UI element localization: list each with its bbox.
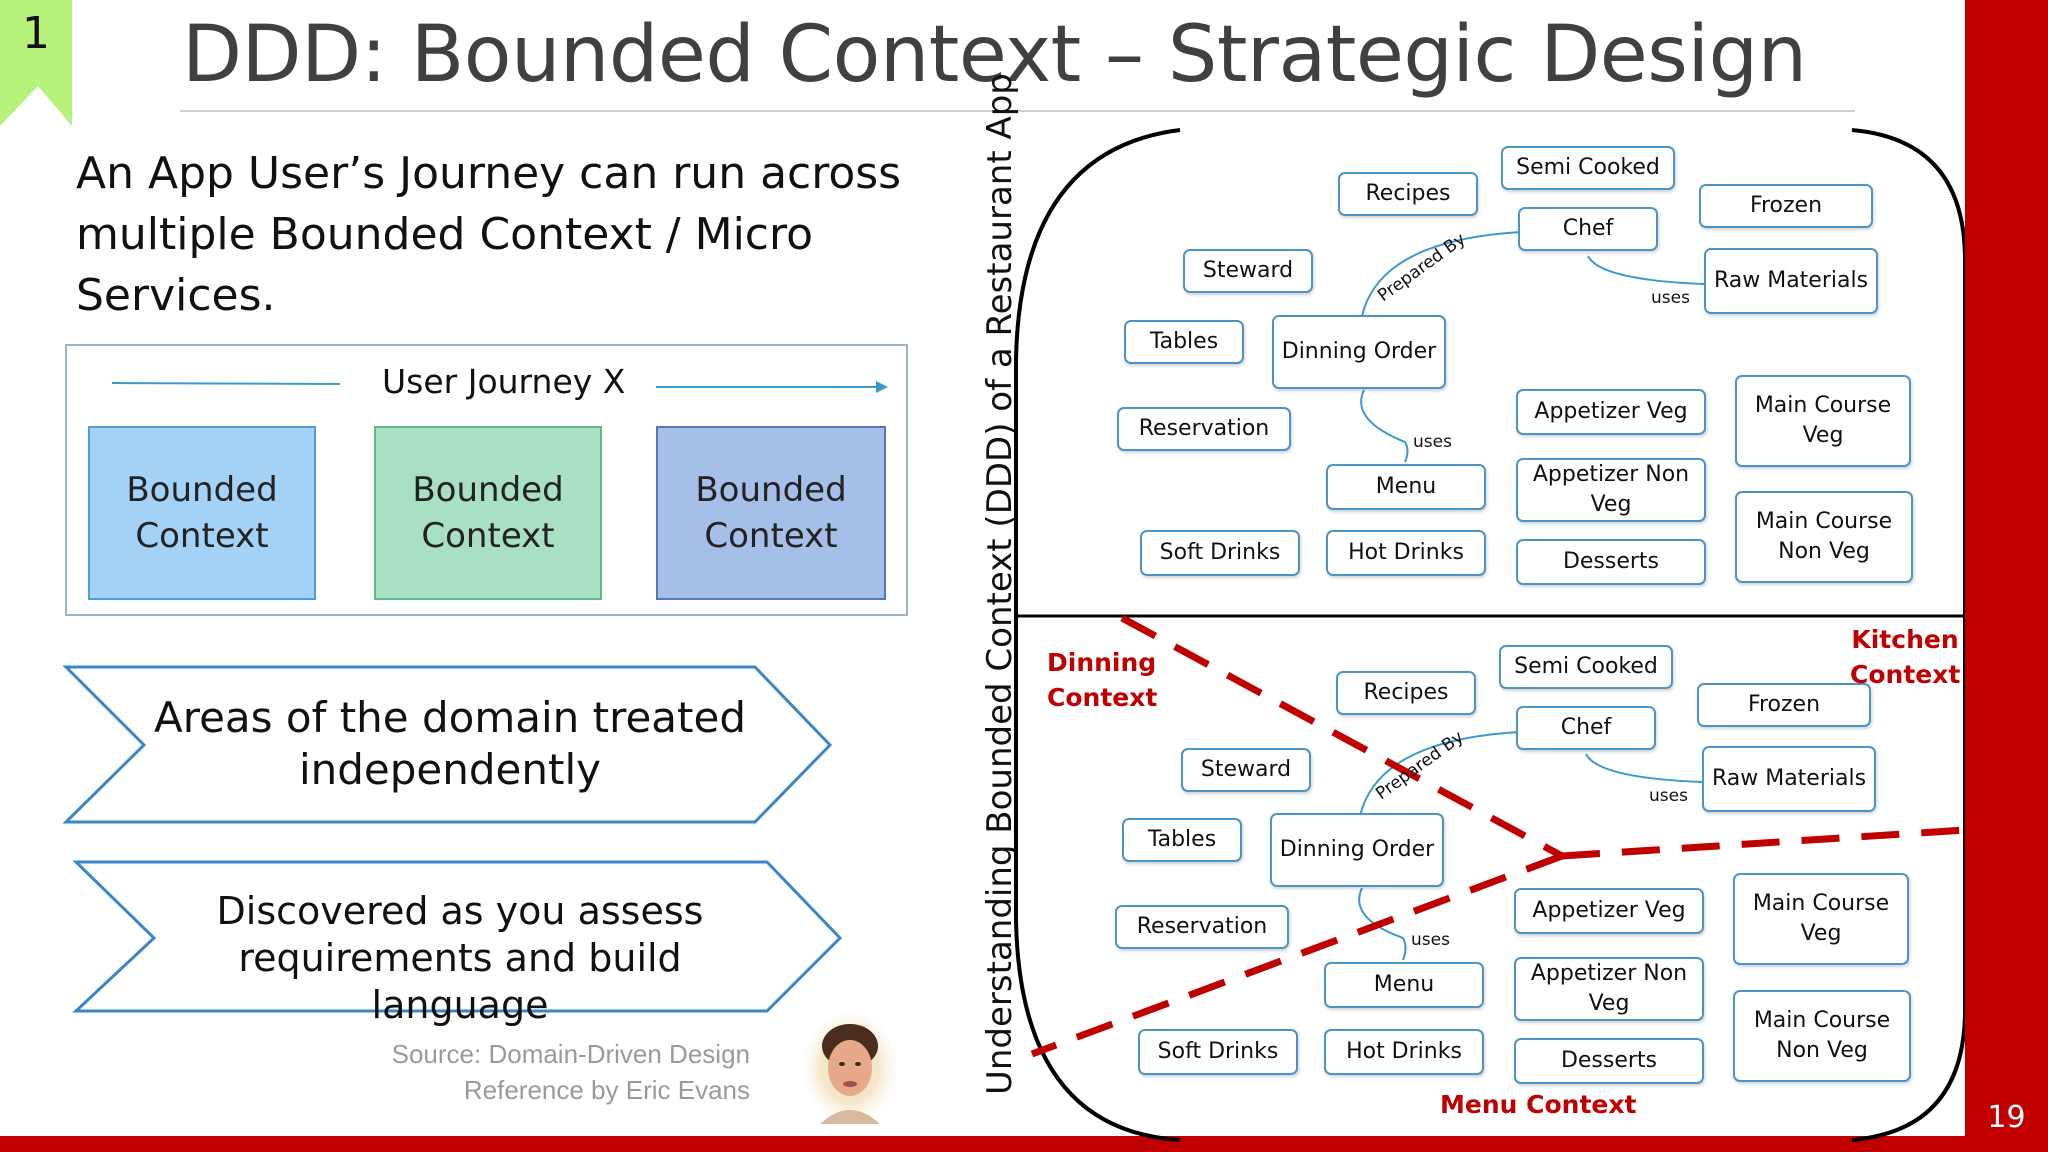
accent-sidebar — [1965, 0, 2048, 1152]
node-main-course-veg: Main Course Veg — [1733, 873, 1909, 965]
left-brace-shape — [1014, 128, 1181, 1142]
node-tables: Tables — [1124, 320, 1244, 364]
node-main-course-non-veg: Main Course Non Veg — [1735, 491, 1913, 583]
connector-uses — [1358, 887, 1407, 961]
connector-uses — [1585, 753, 1703, 783]
source-line: Reference by Eric Evans — [463, 1075, 750, 1105]
node-hot-drinks: Hot Drinks — [1326, 530, 1486, 576]
connector-prepared-by — [1361, 231, 1523, 317]
node-frozen: Frozen — [1699, 184, 1873, 228]
node-appetizer-veg: Appetizer Veg — [1516, 389, 1706, 435]
chevron-text-discovered: Discovered as you assess requirements an… — [216, 889, 704, 1027]
node-raw-materials: Raw Materials — [1704, 248, 1878, 314]
node-appetizer-non-veg: Appetizer Non Veg — [1516, 458, 1706, 522]
node-menu: Menu — [1326, 464, 1486, 510]
context-label-menu: Menu Context — [1440, 1090, 1637, 1119]
right-brace-shape — [1851, 128, 1965, 1142]
context-label-kitchen: Kitchen Context — [1850, 625, 1961, 689]
node-soft-drinks: Soft Drinks — [1140, 530, 1300, 576]
bounded-context-box: Bounded Context — [656, 426, 886, 600]
context-boundary-line — [1561, 826, 1965, 860]
node-appetizer-non-veg: Appetizer Non Veg — [1514, 957, 1704, 1021]
context-boundary-line — [1120, 614, 1564, 860]
node-steward: Steward — [1183, 249, 1313, 293]
node-dinning-order: Dinning Order — [1270, 813, 1444, 887]
node-tables: Tables — [1122, 818, 1242, 862]
node-chef: Chef — [1516, 706, 1656, 750]
node-reservation: Reservation — [1117, 407, 1291, 451]
user-journey-frame — [65, 344, 908, 616]
context-label-dinning: Dinning Context — [1047, 648, 1158, 712]
connector-prepared-by — [1359, 731, 1521, 817]
connector-uses — [1360, 389, 1409, 463]
node-hot-drinks: Hot Drinks — [1324, 1029, 1484, 1075]
node-steward: Steward — [1181, 748, 1311, 792]
title-divider — [180, 110, 1855, 112]
node-recipes: Recipes — [1336, 671, 1476, 715]
chevron-shape — [62, 665, 833, 824]
node-dinning-order: Dinning Order — [1272, 315, 1446, 389]
context-boundary-line — [1030, 852, 1564, 1058]
user-journey-label: User Journey X — [382, 362, 626, 401]
node-menu: Menu — [1324, 962, 1484, 1008]
chevron-text-independent: Areas of the domain treated independentl… — [154, 693, 746, 794]
journey-arrow-icon — [111, 381, 888, 393]
node-appetizer-veg: Appetizer Veg — [1514, 888, 1704, 934]
page-number: 19 — [1987, 1100, 2026, 1135]
node-desserts: Desserts — [1516, 539, 1706, 585]
node-main-course-veg: Main Course Veg — [1735, 375, 1911, 467]
slide-number: 1 — [22, 8, 50, 59]
node-recipes: Recipes — [1338, 172, 1478, 216]
source-citation: Source: Domain-Driven Design Reference b… — [280, 1036, 750, 1108]
intro-text: An App User’s Journey can run across mul… — [76, 148, 902, 321]
relation-label-uses: uses — [1411, 930, 1450, 950]
node-semi-cooked: Semi Cooked — [1501, 146, 1675, 190]
page-title: DDD: Bounded Context – Strategic Design — [182, 10, 1807, 100]
bounded-context-box: Bounded Context — [374, 426, 602, 600]
accent-footer-bar — [0, 1136, 2048, 1152]
author-photo — [802, 1012, 898, 1124]
domain-diagram-lines — [1014, 128, 1965, 1142]
node-desserts: Desserts — [1514, 1038, 1704, 1084]
node-main-course-non-veg: Main Course Non Veg — [1733, 990, 1911, 1082]
node-chef: Chef — [1518, 207, 1658, 251]
source-line: Source: Domain-Driven Design — [391, 1039, 750, 1069]
bounded-context-box: Bounded Context — [88, 426, 316, 600]
node-reservation: Reservation — [1115, 905, 1289, 949]
relation-label-uses: uses — [1651, 288, 1690, 308]
node-semi-cooked: Semi Cooked — [1499, 645, 1673, 689]
node-soft-drinks: Soft Drinks — [1138, 1029, 1298, 1075]
relation-label-uses: uses — [1649, 786, 1688, 806]
connector-uses — [1587, 255, 1705, 285]
node-frozen: Frozen — [1697, 683, 1871, 727]
node-raw-materials: Raw Materials — [1702, 746, 1876, 812]
slide-number-badge — [0, 0, 72, 126]
relation-label-uses: uses — [1413, 432, 1452, 452]
chevron-shape — [72, 860, 843, 1013]
